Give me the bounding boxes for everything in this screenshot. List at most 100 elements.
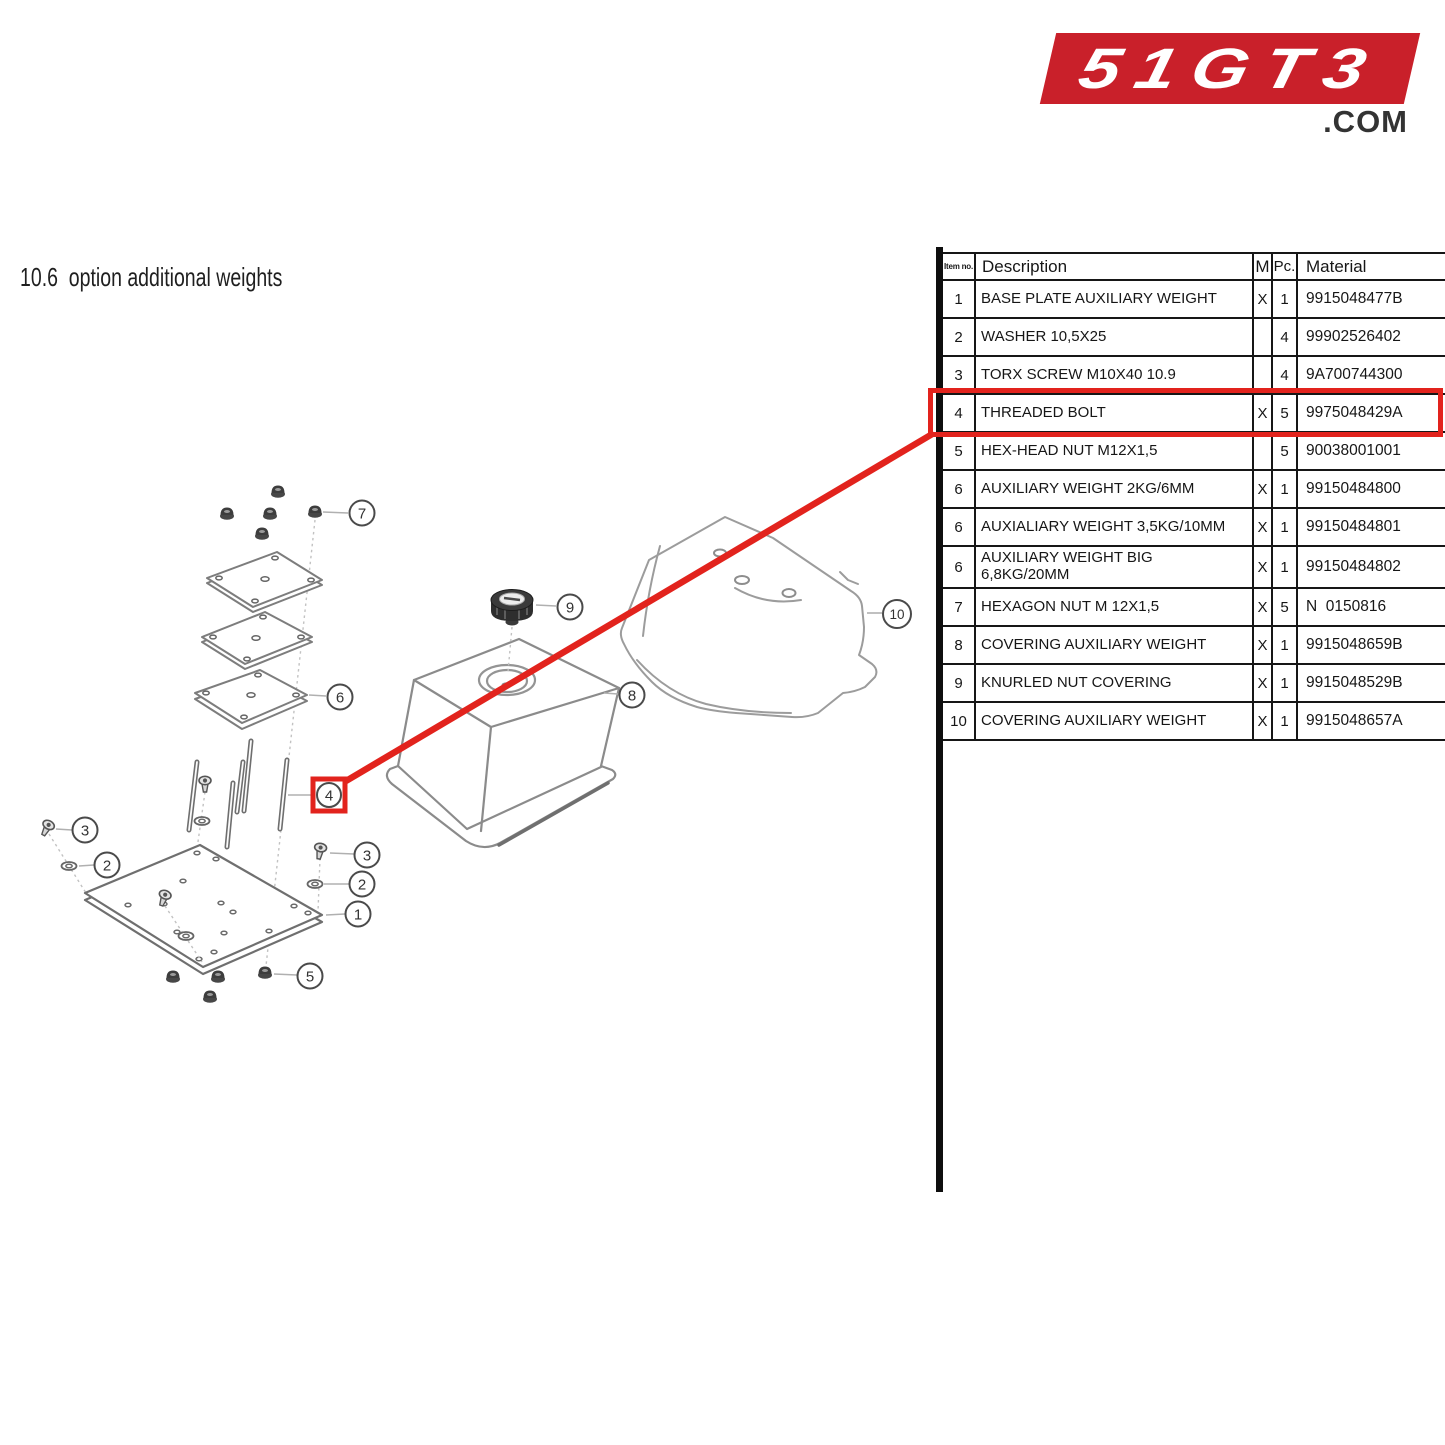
cell-m (1252, 317, 1273, 357)
svg-text:2: 2 (358, 877, 366, 894)
cell-item: 8 (943, 625, 976, 665)
svg-text:4: 4 (325, 788, 333, 805)
knob-axis-line (507, 626, 513, 673)
header-m: M (1252, 252, 1273, 281)
cell-pc: 1 (1271, 469, 1298, 509)
knurled-nut-covering (490, 589, 534, 626)
cell-pc: 5 (1271, 431, 1298, 471)
svg-text:1: 1 (354, 907, 362, 924)
cell-m: X (1252, 663, 1273, 703)
cell-m: X (1252, 625, 1273, 665)
covering-auxiliary-weight-8 (385, 637, 621, 849)
cell-mat: 9915048657A (1296, 701, 1445, 741)
cell-item: 10 (943, 701, 976, 741)
cell-desc: WASHER 10,5X25 (974, 317, 1254, 357)
svg-text:7: 7 (358, 506, 366, 523)
cell-mat: 99902526402 (1296, 317, 1445, 357)
cell-desc: THREADED BOLT (974, 393, 1254, 433)
page-title: 10.6 option additional weights (20, 262, 283, 292)
cell-mat: 90038001001 (1296, 431, 1445, 471)
cap-nuts-top (220, 485, 322, 540)
svg-text:3: 3 (81, 823, 89, 840)
table-header-row: Item no. Description M Pc. Material (943, 252, 1445, 281)
cap-nuts-bottom (166, 966, 272, 1003)
cell-item: 6 (943, 545, 976, 589)
cell-desc: BASE PLATE AUXILIARY WEIGHT (974, 279, 1254, 319)
cell-item: 6 (943, 507, 976, 547)
cell-m: X (1252, 587, 1273, 627)
cell-pc: 1 (1271, 279, 1298, 319)
brand-logo-tld: .COM (1323, 104, 1408, 139)
cell-mat: 99150484801 (1296, 507, 1445, 547)
cell-m: X (1252, 469, 1273, 509)
cell-item: 6 (943, 469, 976, 509)
cell-desc: COVERING AUXILIARY WEIGHT (974, 625, 1254, 665)
cell-pc: 1 (1271, 545, 1298, 589)
cell-mat: 9915048529B (1296, 663, 1445, 703)
cell-item: 7 (943, 587, 976, 627)
svg-text:8: 8 (628, 688, 636, 705)
header-material: Material (1296, 252, 1445, 281)
callout-5: 5 (296, 962, 324, 990)
callout-2-left: 2 (93, 851, 121, 879)
callout-1: 1 (344, 900, 372, 928)
cell-pc: 4 (1271, 317, 1298, 357)
cell-desc: AUXIALIARY WEIGHT 3,5KG/10MM (974, 507, 1254, 547)
cell-mat: 9915048659B (1296, 625, 1445, 665)
highlight-markers (310, 430, 936, 814)
callout-8: 8 (618, 681, 646, 709)
cell-desc: AUXILIARY WEIGHT 2KG/6MM (974, 469, 1254, 509)
cell-item: 4 (943, 393, 976, 433)
cell-m: X (1252, 507, 1273, 547)
cell-pc: 5 (1271, 393, 1298, 433)
cell-desc: COVERING AUXILIARY WEIGHT (974, 701, 1254, 741)
cell-m: X (1252, 279, 1273, 319)
table-left-bar (936, 247, 943, 1192)
callout-balloons: 7 6 4 9 8 10 3 2 3 2 1 5 (71, 499, 912, 990)
svg-text:6: 6 (336, 690, 344, 707)
callout-3-left: 3 (71, 816, 99, 844)
cell-m (1252, 355, 1273, 395)
callout-leader-lines (55, 511, 882, 976)
plate-screw-axis-line (164, 905, 203, 963)
cell-m: X (1252, 701, 1273, 741)
cell-mat: 99150484800 (1296, 469, 1445, 509)
header-description: Description (974, 252, 1254, 281)
cell-desc: AUXILIARY WEIGHT BIG 6,8KG/20MM (974, 545, 1254, 589)
svg-text:5: 5 (306, 969, 314, 986)
callout-2-right: 2 (348, 870, 376, 898)
callout-3-right: 3 (353, 841, 381, 869)
callout-4-highlighted: 4 (316, 782, 342, 808)
callout-9: 9 (556, 593, 584, 621)
cell-item: 2 (943, 317, 976, 357)
cell-item: 5 (943, 431, 976, 471)
auxiliary-weight-plates (194, 551, 323, 730)
cell-desc: KNURLED NUT COVERING (974, 663, 1254, 703)
highlight-connector-line (344, 430, 936, 784)
cell-m: X (1252, 545, 1273, 589)
cell-pc: 1 (1271, 701, 1298, 741)
svg-text:10: 10 (889, 607, 904, 622)
header-item-no: Item no. (943, 252, 976, 281)
cell-item: 9 (943, 663, 976, 703)
threaded-bolts (186, 738, 290, 850)
svg-text:3: 3 (363, 848, 371, 865)
base-plate-auxiliary-weight (83, 843, 324, 976)
callout-7: 7 (348, 499, 376, 527)
svg-text:2: 2 (103, 858, 111, 875)
cell-pc: 1 (1271, 507, 1298, 547)
callout-10: 10 (882, 599, 912, 629)
cell-pc: 1 (1271, 625, 1298, 665)
